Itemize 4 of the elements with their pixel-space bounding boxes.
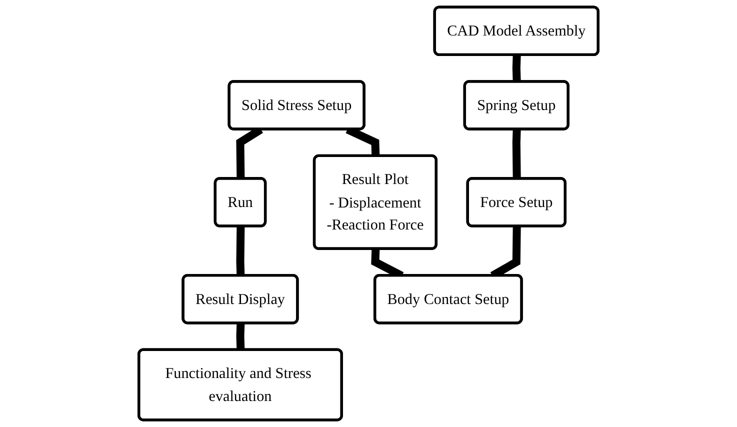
connector xyxy=(236,323,245,350)
connector xyxy=(236,226,245,276)
connector xyxy=(512,129,521,179)
connector xyxy=(512,55,521,82)
